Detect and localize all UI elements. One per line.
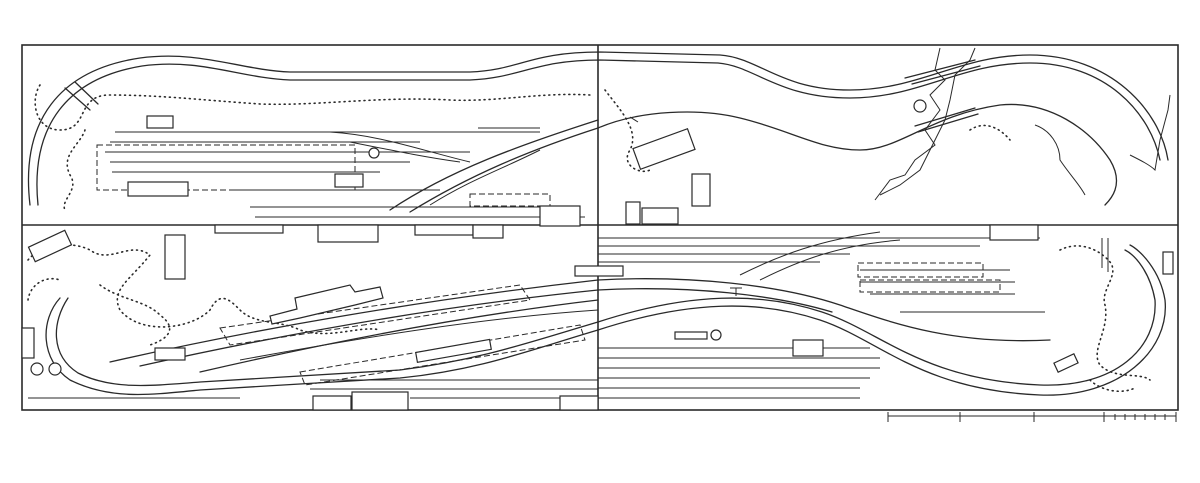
scale-bar bbox=[887, 412, 1177, 422]
building-station bbox=[539, 205, 581, 227]
branch-line bbox=[597, 103, 1117, 206]
yard-sidings-top-left bbox=[105, 127, 585, 218]
tree-icon bbox=[913, 99, 927, 113]
bottom-left-board bbox=[21, 224, 624, 411]
building-tilted bbox=[27, 229, 73, 263]
mainline-return-loop-outer bbox=[597, 244, 1166, 396]
building-tower bbox=[164, 234, 186, 280]
top-left-board bbox=[27, 51, 1169, 227]
building-rotated bbox=[632, 127, 696, 171]
building-shed bbox=[334, 173, 364, 188]
mainline-bottom-inner bbox=[55, 297, 599, 387]
building-platform bbox=[414, 338, 492, 364]
building-terminal bbox=[269, 284, 384, 325]
water-tower-icon bbox=[368, 147, 380, 159]
mainline-bottom-outer bbox=[45, 297, 599, 396]
building-long bbox=[127, 181, 189, 197]
top-right-board bbox=[597, 47, 1171, 225]
building-d bbox=[21, 327, 35, 359]
scenery-edge-hill bbox=[27, 244, 381, 335]
scenery-edge-bay bbox=[63, 129, 86, 211]
building-b bbox=[641, 207, 679, 225]
building-c bbox=[154, 347, 186, 361]
mainline-return-loop-inner bbox=[597, 249, 1156, 386]
bottom-right-board bbox=[597, 224, 1174, 399]
building-small bbox=[146, 115, 174, 129]
scenery-edge-left bbox=[34, 84, 591, 131]
building-tall bbox=[691, 173, 711, 207]
building-a bbox=[625, 201, 641, 225]
mainline-top-inner bbox=[36, 59, 1161, 206]
mainline-top-outer bbox=[27, 51, 1169, 206]
